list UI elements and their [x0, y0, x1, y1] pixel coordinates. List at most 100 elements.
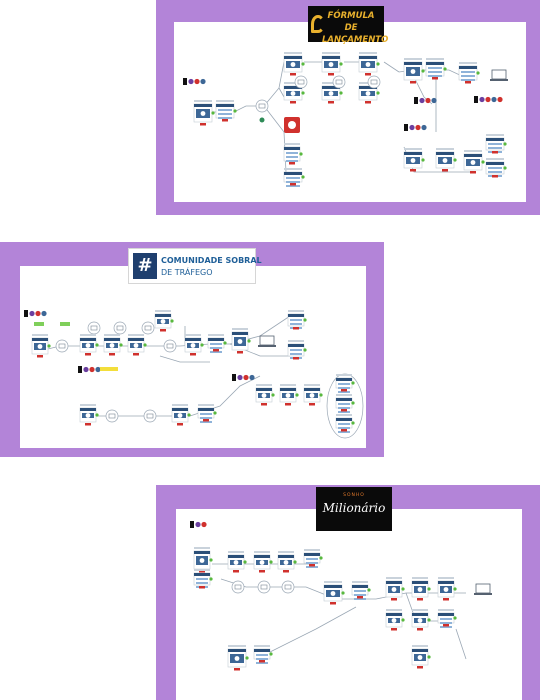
- page-header-bar: [486, 162, 504, 165]
- page-header-bar: [80, 408, 96, 411]
- form-line: [290, 353, 302, 355]
- page-footer-badge: [492, 175, 498, 178]
- page-label-bar: [438, 577, 454, 579]
- email-node: [105, 409, 119, 423]
- page-header-bar: [412, 613, 428, 616]
- funnel-canvas-3: [176, 509, 522, 700]
- form-line: [256, 658, 268, 660]
- traffic-source-icon: [188, 78, 194, 85]
- content-icon: [470, 160, 476, 165]
- envelope-icon: [108, 413, 116, 419]
- envelope-icon: [166, 343, 174, 349]
- phone-icon: [414, 97, 418, 104]
- page-footer-badge: [133, 353, 139, 356]
- status-dot: [341, 591, 345, 595]
- page-label-bar: [304, 549, 320, 551]
- page-header-bar: [322, 86, 340, 89]
- traffic-source-icon: [249, 374, 255, 381]
- whatsapp-icon: [259, 117, 265, 123]
- page-footer-badge: [293, 327, 299, 330]
- envelope-icon: [258, 103, 266, 109]
- phone-icon: [404, 124, 408, 131]
- page-footer-badge: [234, 668, 240, 671]
- form-line: [210, 351, 222, 353]
- page-header-bar: [284, 86, 302, 89]
- logo-line-2: Milionário: [322, 501, 386, 515]
- page-footer-badge: [160, 329, 166, 332]
- form-line: [210, 343, 222, 345]
- email-node: [231, 580, 245, 594]
- status-dot: [421, 69, 425, 73]
- status-dot: [503, 166, 507, 170]
- page-label-bar: [278, 551, 294, 553]
- phone-icon: [474, 96, 478, 103]
- page-header-bar: [228, 555, 244, 558]
- form-line: [196, 582, 208, 584]
- status-dot: [95, 413, 99, 417]
- page-header-bar: [194, 104, 212, 107]
- status-dot: [299, 152, 303, 156]
- page-label-bar: [412, 609, 428, 611]
- form-line: [488, 167, 502, 169]
- status-dot: [187, 413, 191, 417]
- sticky-note: [100, 367, 118, 371]
- status-dot: [427, 655, 431, 659]
- status-dot: [319, 393, 323, 397]
- funnel-diagram-3: [190, 521, 492, 671]
- page-footer-badge: [237, 351, 243, 354]
- status-dot: [200, 343, 204, 347]
- status-dot: [269, 560, 273, 564]
- page-label-bar: [216, 100, 234, 102]
- funnel-card-3: SONHO Milionário: [156, 485, 540, 700]
- page-label-bar: [336, 414, 352, 416]
- page-footer-badge: [213, 349, 219, 352]
- play-icon: [288, 121, 296, 129]
- traffic-source-icon: [425, 97, 431, 104]
- page-label-bar: [208, 334, 224, 336]
- page-label-bar: [280, 384, 296, 386]
- form-line: [306, 566, 318, 568]
- page-label-bar: [412, 577, 428, 579]
- page-footer-badge: [259, 660, 265, 663]
- page-label-bar: [288, 310, 304, 312]
- content-icon: [261, 393, 267, 398]
- envelope-icon: [335, 79, 343, 85]
- status-dot: [295, 393, 299, 397]
- page-footer-badge: [442, 169, 448, 172]
- traffic-source-icon: [419, 97, 425, 104]
- email-node: [257, 580, 271, 594]
- form-line: [306, 562, 318, 564]
- form-line: [428, 67, 442, 69]
- page-header-bar: [336, 398, 352, 401]
- page-header-bar: [386, 613, 402, 616]
- content-icon: [199, 558, 205, 563]
- page-label-bar: [172, 404, 188, 406]
- envelope-icon: [58, 343, 66, 349]
- page-label-bar: [386, 577, 402, 579]
- status-dot: [351, 401, 355, 405]
- status-dot: [427, 618, 431, 622]
- page-footer-badge: [465, 81, 471, 84]
- page-label-bar: [352, 581, 368, 583]
- form-line: [354, 590, 366, 592]
- page-header-bar: [386, 581, 402, 584]
- form-line: [338, 383, 350, 385]
- page-header-bar: [404, 152, 422, 155]
- form-line: [461, 75, 475, 77]
- page-header-bar: [404, 62, 422, 65]
- page-label-bar: [438, 609, 454, 611]
- tag-label: [60, 322, 70, 326]
- form-line: [338, 403, 350, 405]
- page-label-bar: [80, 334, 96, 336]
- status-dot: [453, 616, 457, 620]
- page-footer-badge: [109, 353, 115, 356]
- traffic-source-icon: [195, 521, 201, 528]
- page-label-bar: [284, 82, 302, 84]
- formula-de-lancamento-logo: FÓRMULA DE LANÇAMENTO: [308, 6, 388, 45]
- content-icon: [200, 111, 206, 116]
- page-label-bar: [228, 645, 246, 647]
- form-line: [428, 71, 442, 73]
- content-icon: [283, 560, 289, 565]
- form-line: [440, 618, 452, 620]
- page-footer-badge: [259, 570, 265, 573]
